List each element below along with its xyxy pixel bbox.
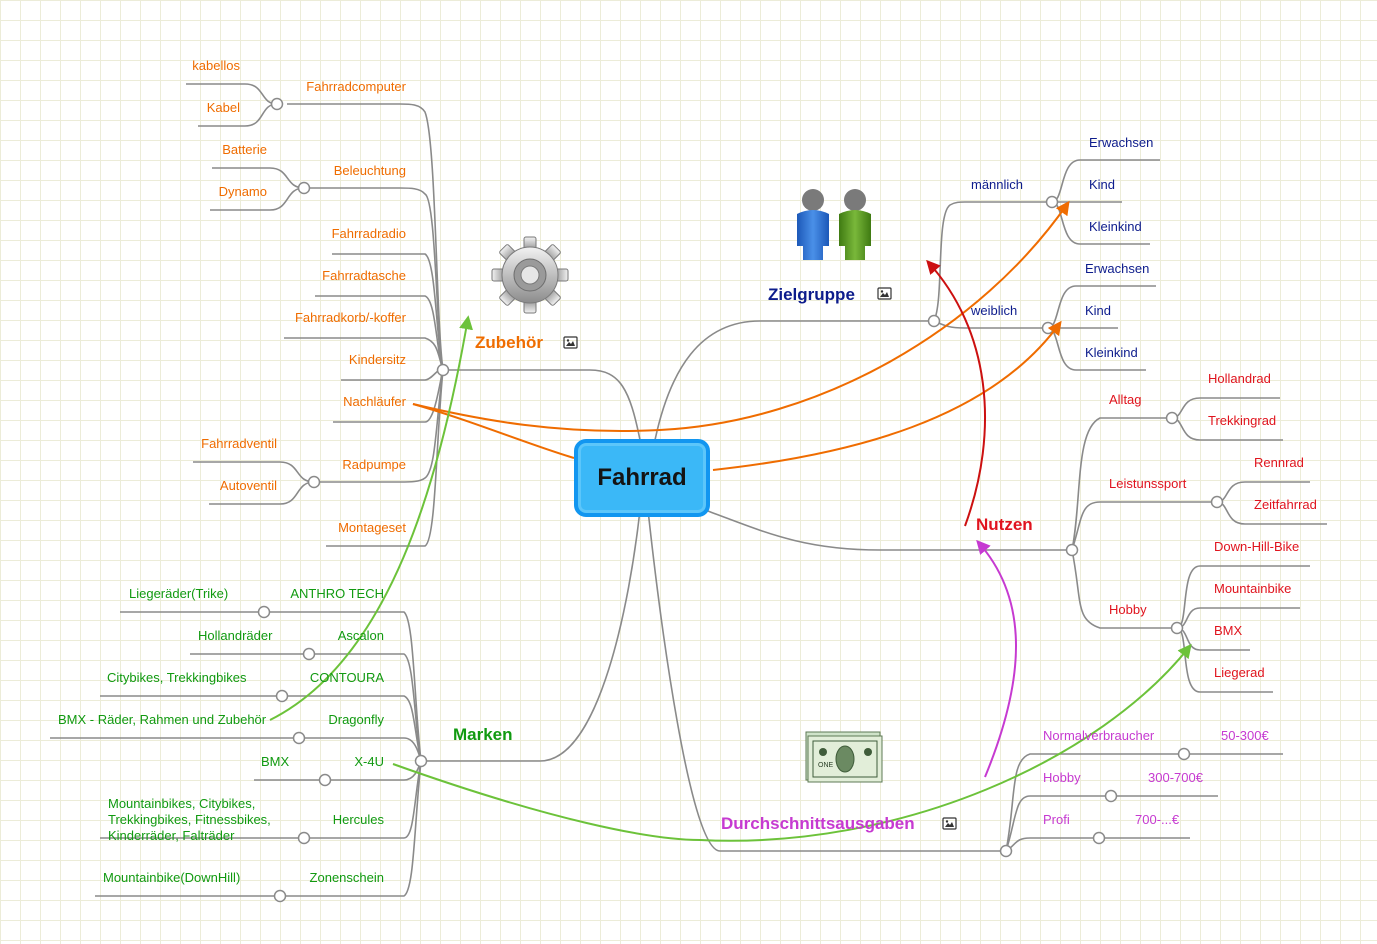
marken-lines [50, 611, 422, 897]
relation-nutzen-zielgruppe [926, 259, 987, 527]
node-profi[interactable]: Profi [1043, 812, 1070, 827]
node-hollandraeder[interactable]: Hollandräder [198, 628, 273, 643]
branch-zubehoer[interactable]: Zubehör [475, 333, 543, 352]
branch-nutzen[interactable]: Nutzen [976, 515, 1033, 534]
branch-zielgruppe[interactable]: Zielgruppe [768, 285, 855, 304]
node-alltag[interactable]: Alltag [1109, 392, 1142, 407]
gear-icon [491, 236, 569, 314]
node-bmx-nutzen[interactable]: BMX [1214, 623, 1243, 638]
central-topic[interactable]: Fahrrad [574, 439, 710, 517]
image-icon[interactable] [942, 817, 957, 830]
branch-ausgaben[interactable]: Durchschnittsausgaben [721, 814, 915, 833]
node-fahrradventil[interactable]: Fahrradventil [201, 436, 277, 451]
ausgaben-lines [1005, 753, 1283, 852]
node-w-erwachsen[interactable]: Erwachsen [1085, 261, 1149, 276]
node-batterie[interactable]: Batterie [222, 142, 267, 157]
node-autoventil[interactable]: Autoventil [220, 478, 277, 493]
marken-labels: ANTHRO TECH Liegeräder(Trike) Ascalon Ho… [58, 586, 384, 885]
node-maennlich[interactable]: männlich [971, 177, 1023, 192]
node-kabellos[interactable]: kabellos [192, 58, 240, 73]
nutzen-labels: Alltag Hollandrad Trekkingrad Leistunssp… [1109, 371, 1317, 680]
node-fahrradtasche[interactable]: Fahrradtasche [322, 268, 406, 283]
node-profi-value[interactable]: 700-...€ [1135, 812, 1180, 827]
relation-x4u-bmx [392, 643, 1192, 842]
node-trekkingrad[interactable]: Trekkingrad [1208, 413, 1276, 428]
node-fahrradcomputer[interactable]: Fahrradcomputer [306, 79, 406, 94]
zubehoer-knobs[interactable] [270, 97, 450, 489]
relation-ausgaben-nutzen [976, 539, 1017, 778]
node-hercules-line1[interactable]: Mountainbikes, Citybikes, [108, 796, 255, 811]
image-icon[interactable] [563, 336, 578, 349]
node-hobby-ausgaben[interactable]: Hobby [1043, 770, 1081, 785]
relation-bmx-zubehoer [269, 315, 473, 721]
node-korb[interactable]: Fahrradkorb/-koffer [295, 310, 407, 325]
node-hobby-value[interactable]: 300-700€ [1148, 770, 1204, 785]
node-hercules-line2[interactable]: Trekkingbikes, Fitnessbikes, [108, 812, 271, 827]
node-normalverbraucher[interactable]: Normalverbraucher [1043, 728, 1155, 743]
relation-central-weiblich [712, 320, 1062, 471]
node-beleuchtung[interactable]: Beleuchtung [334, 163, 406, 178]
node-rennrad[interactable]: Rennrad [1254, 455, 1304, 470]
node-mountainbike[interactable]: Mountainbike [1214, 581, 1291, 596]
ausgaben-labels: Normalverbraucher 50-300€ Hobby 300-700€… [1043, 728, 1269, 827]
node-hercules-line3[interactable]: Kinderräder, Falträder [108, 828, 235, 843]
main-branches [421, 320, 1072, 852]
node-w-kind[interactable]: Kind [1085, 303, 1111, 318]
branch-marken[interactable]: Marken [453, 725, 513, 744]
node-leistungssport[interactable]: Leistunssport [1109, 476, 1187, 491]
node-citybikes[interactable]: Citybikes, Trekkingbikes [107, 670, 247, 685]
node-x4u[interactable]: X-4U [354, 754, 384, 769]
node-m-kleinkind[interactable]: Kleinkind [1089, 219, 1142, 234]
node-anthro[interactable]: ANTHRO TECH [290, 586, 384, 601]
node-montageset[interactable]: Montageset [338, 520, 406, 535]
node-nachlaeufer[interactable]: Nachläufer [343, 394, 407, 409]
node-zonenschein[interactable]: Zonenschein [310, 870, 384, 885]
node-w-kleinkind[interactable]: Kleinkind [1085, 345, 1138, 360]
node-liegeraeder[interactable]: Liegeräder(Trike) [129, 586, 228, 601]
node-kabel[interactable]: Kabel [207, 100, 240, 115]
node-dynamo[interactable]: Dynamo [219, 184, 267, 199]
node-hercules[interactable]: Hercules [333, 812, 385, 827]
node-fahrradradio[interactable]: Fahrradradio [332, 226, 406, 241]
node-weiblich[interactable]: weiblich [970, 303, 1017, 318]
money-icon: ONE [805, 731, 883, 783]
node-normal-value[interactable]: 50-300€ [1221, 728, 1269, 743]
ausgaben-knobs[interactable] [999, 747, 1191, 858]
node-contoura[interactable]: CONTOURA [310, 670, 384, 685]
node-downhill[interactable]: Down-Hill-Bike [1214, 539, 1299, 554]
people-icon [797, 189, 871, 260]
node-kindersitz[interactable]: Kindersitz [349, 352, 406, 367]
node-zeitfahrrad[interactable]: Zeitfahrrad [1254, 497, 1317, 512]
node-ascalon[interactable]: Ascalon [338, 628, 384, 643]
marken-knobs[interactable] [257, 605, 428, 903]
node-m-kind[interactable]: Kind [1089, 177, 1115, 192]
relationship-arrows [269, 200, 1192, 842]
zubehoer-labels: Fahrradcomputer kabellos Kabel Beleuchtu… [192, 58, 406, 535]
zielgruppe-labels: männlich Erwachsen Kind Kleinkind weibli… [970, 135, 1153, 360]
nutzen-knobs[interactable] [1065, 411, 1224, 635]
relation-nachlaeufer-central [412, 403, 575, 459]
svg-text:ONE: ONE [818, 762, 834, 769]
image-icon[interactable] [877, 287, 892, 300]
node-radpumpe[interactable]: Radpumpe [342, 457, 406, 472]
node-liegerad[interactable]: Liegerad [1214, 665, 1265, 680]
node-hobby-nutzen[interactable]: Hobby [1109, 602, 1147, 617]
node-bmx-marke[interactable]: BMX [261, 754, 290, 769]
node-bmx-raeder[interactable]: BMX - Räder, Rahmen und Zubehör [58, 712, 267, 727]
node-m-erwachsen[interactable]: Erwachsen [1089, 135, 1153, 150]
relation-nachlaeufer-maennlich [412, 200, 1070, 432]
node-mtb-downhill[interactable]: Mountainbike(DownHill) [103, 870, 240, 885]
node-hollandrad[interactable]: Hollandrad [1208, 371, 1271, 386]
node-dragonfly[interactable]: Dragonfly [328, 712, 384, 727]
